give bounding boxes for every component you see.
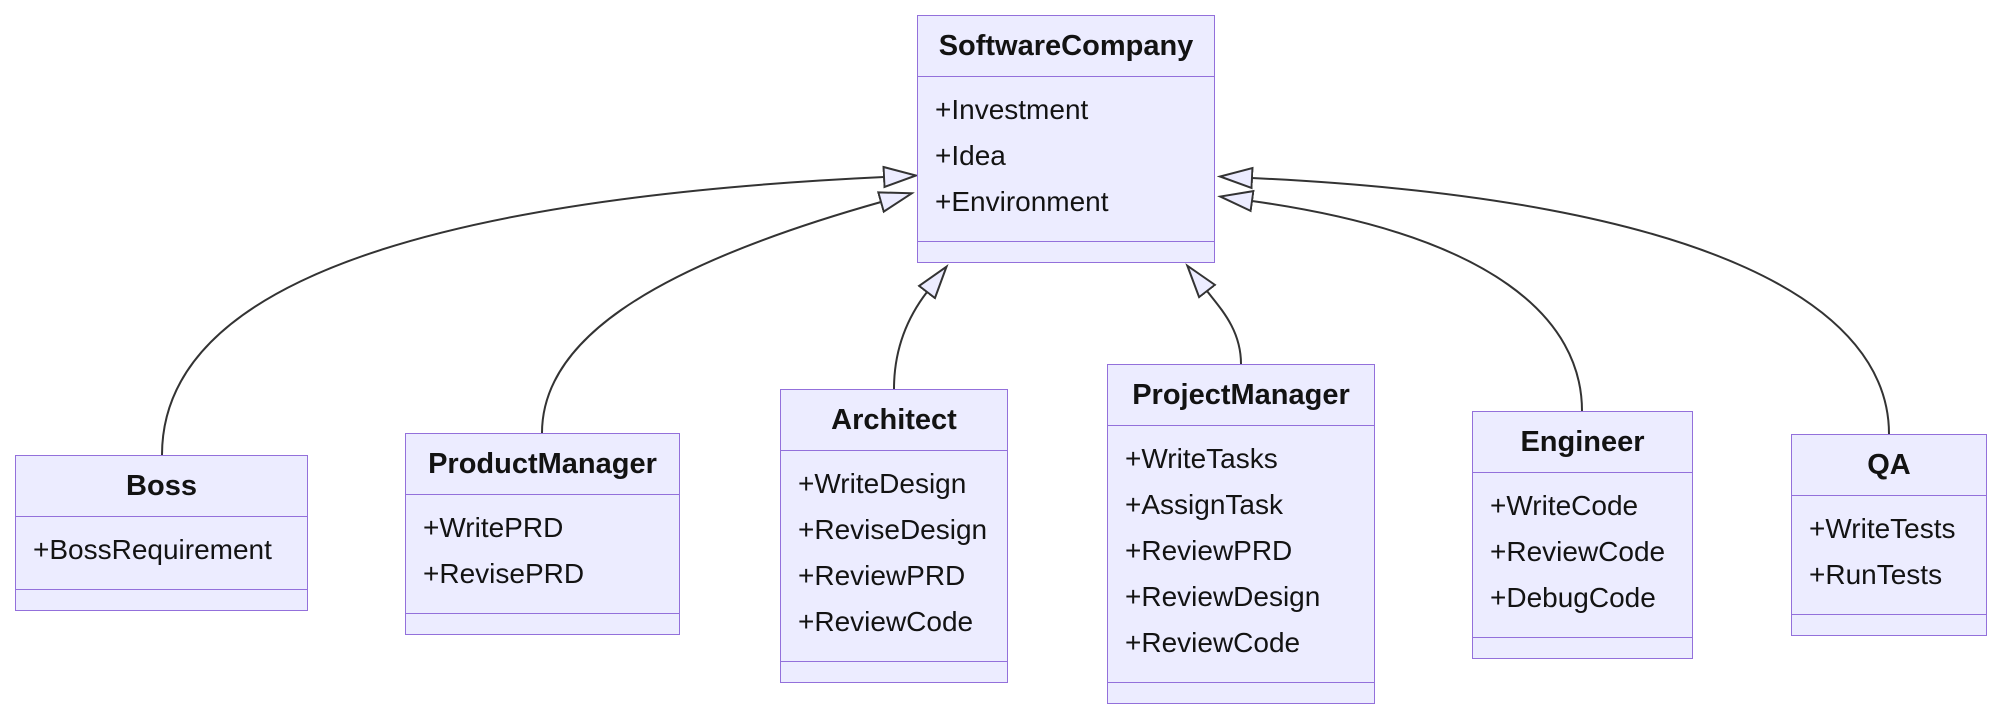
class-members: +WriteCode +ReviewCode +DebugCode: [1473, 473, 1692, 638]
class-title: ProjectManager: [1108, 365, 1374, 426]
class-methods-empty: [1792, 615, 1986, 635]
class-node-softwarecompany: SoftwareCompany +Investment +Idea +Envir…: [917, 15, 1215, 263]
class-node-boss: Boss +BossRequirement: [15, 455, 308, 611]
class-member: +WritePRD: [423, 512, 564, 543]
class-members: +WritePRD +RevisePRD: [406, 495, 679, 614]
class-member: +ReviewDesign: [1125, 581, 1321, 612]
class-members: +Investment +Idea +Environment: [918, 77, 1214, 242]
class-members: +WriteTasks +AssignTask +ReviewPRD +Revi…: [1108, 426, 1374, 683]
class-title: ProductManager: [406, 434, 679, 495]
class-member: +ReviewPRD: [798, 560, 966, 591]
class-node-projectmanager: ProjectManager +WriteTasks +AssignTask +…: [1107, 364, 1375, 704]
class-members: +WriteDesign +ReviseDesign +ReviewPRD +R…: [781, 451, 1007, 662]
class-title: Engineer: [1473, 412, 1692, 473]
class-title: QA: [1792, 435, 1986, 496]
class-node-engineer: Engineer +WriteCode +ReviewCode +DebugCo…: [1472, 411, 1693, 659]
class-title: Architect: [781, 390, 1007, 451]
class-member: +Investment: [935, 94, 1089, 125]
class-member: +RevisePRD: [423, 558, 585, 589]
class-node-architect: Architect +WriteDesign +ReviseDesign +Re…: [780, 389, 1008, 683]
inheritance-arrow-projectmanager-to-softwarecompany: [1207, 291, 1242, 365]
class-member: +RunTests: [1809, 559, 1943, 590]
class-member: +AssignTask: [1125, 489, 1283, 520]
class-member: +ReviewPRD: [1125, 535, 1293, 566]
class-member: +ReviseDesign: [798, 514, 988, 545]
inheritance-arrow-boss-to-softwarecompany: [161, 177, 884, 456]
class-member: +ReviewCode: [1125, 627, 1301, 658]
inheritance-arrow-qa-to-softwarecompany: [1252, 178, 1890, 435]
class-title: SoftwareCompany: [918, 16, 1214, 77]
class-node-productmanager: ProductManager +WritePRD +RevisePRD: [405, 433, 680, 635]
class-member: +WriteCode: [1490, 490, 1639, 521]
class-member: +DebugCode: [1490, 582, 1656, 613]
class-member: +Idea: [935, 140, 1006, 171]
class-member: +ReviewCode: [798, 606, 974, 637]
class-title: Boss: [16, 456, 307, 517]
inheritance-arrow-productmanager-to-softwarecompany: [541, 202, 881, 434]
class-node-qa: QA +WriteTests +RunTests: [1791, 434, 1987, 636]
class-members: +WriteTests +RunTests: [1792, 496, 1986, 615]
class-member: +Environment: [935, 186, 1109, 217]
class-member: +WriteDesign: [798, 468, 967, 499]
inheritance-arrow-architect-to-softwarecompany: [893, 292, 927, 390]
class-methods-empty: [16, 590, 307, 610]
class-member: +BossRequirement: [33, 534, 272, 565]
class-methods-empty: [406, 614, 679, 634]
class-methods-empty: [918, 242, 1214, 262]
class-methods-empty: [781, 662, 1007, 682]
class-member: +ReviewCode: [1490, 536, 1666, 567]
class-methods-empty: [1108, 683, 1374, 703]
inheritance-arrow-engineer-to-softwarecompany: [1252, 201, 1583, 412]
class-methods-empty: [1473, 638, 1692, 658]
class-members: +BossRequirement: [16, 517, 307, 590]
class-member: +WriteTasks: [1125, 443, 1278, 474]
class-member: +WriteTests: [1809, 513, 1956, 544]
